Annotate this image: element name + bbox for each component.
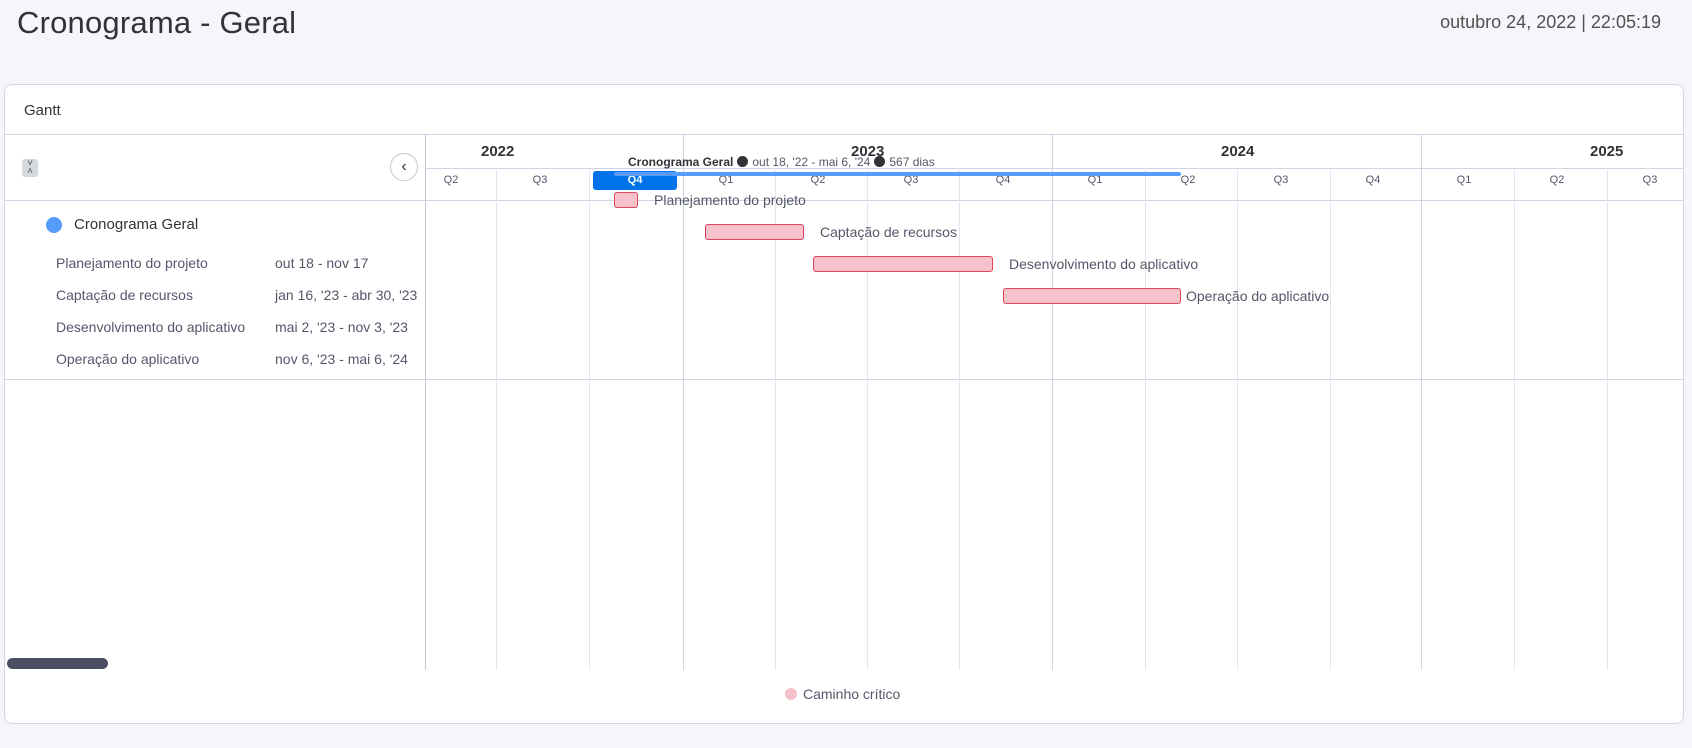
horizontal-scrollbar[interactable]: [7, 658, 108, 669]
task-dates: out 18 - nov 17: [275, 255, 369, 271]
year-separator: [683, 135, 684, 168]
task-bar-label: Captação de recursos: [820, 224, 957, 240]
task-list-pane: ˅˄ ‹ Cronograma Geral Planejamento do pr…: [5, 135, 425, 670]
group-summary-bar[interactable]: [614, 172, 1181, 176]
task-name[interactable]: Captação de recursos: [56, 287, 193, 303]
grid-line: [1237, 168, 1238, 670]
year-label: 2022: [481, 143, 515, 160]
task-bar[interactable]: [813, 256, 993, 272]
quarter-label: Q3: [532, 174, 548, 186]
legend-label: Caminho crítico: [803, 686, 901, 702]
divider: [426, 200, 1683, 201]
quarter-label: Q1: [718, 174, 734, 186]
timestamp: outubro 24, 2022 | 22:05:19: [1440, 12, 1661, 32]
divider: [5, 379, 1683, 380]
year-label: 2023: [851, 143, 885, 160]
group-summary-name: Cronograma Geral: [628, 155, 734, 169]
gantt-card: Gantt ˅˄ ‹ Cronograma Geral Planejamento…: [4, 84, 1684, 724]
page-title: Cronograma - Geral: [17, 5, 297, 40]
year-label: 2024: [1221, 143, 1255, 160]
group-name[interactable]: Cronograma Geral: [74, 216, 199, 233]
task-dates: nov 6, '23 - mai 6, '24: [275, 351, 408, 367]
pane-divider[interactable]: [425, 135, 426, 670]
card-title: Gantt: [24, 102, 61, 119]
grid-line: [775, 168, 776, 670]
group-summary-label: Cronograma Geral out 18, '22 - mai 6, '24…: [628, 155, 935, 169]
group-summary-duration: 567 dias: [889, 155, 935, 169]
collapse-rows-icon[interactable]: ˅˄: [22, 159, 38, 177]
quarter-label: Q2: [810, 174, 826, 186]
task-bar[interactable]: [705, 224, 804, 240]
task-name[interactable]: Planejamento do projeto: [56, 255, 208, 271]
divider: [5, 134, 1683, 135]
task-name[interactable]: Operação do aplicativo: [56, 351, 200, 367]
quarter-label: Q4: [995, 174, 1011, 186]
task-name[interactable]: Desenvolvimento do aplicativo: [56, 319, 246, 335]
quarter-label: Q2: [443, 174, 459, 186]
separator-dot-icon: [874, 156, 886, 167]
quarter-label: Q1: [1087, 174, 1103, 186]
chevron-left-icon[interactable]: ‹: [390, 153, 418, 181]
grid-line: [1607, 168, 1608, 670]
grid-line: [496, 168, 497, 670]
task-dates: mai 2, '23 - nov 3, '23: [275, 319, 408, 335]
year-label: 2025: [1590, 143, 1624, 160]
year-separator: [1421, 135, 1422, 168]
task-dates: jan 16, '23 - abr 30, '23: [275, 287, 418, 303]
legend: Caminho crítico: [785, 686, 900, 702]
grid-line: [1421, 168, 1422, 670]
task-bar-label: Operação do aplicativo: [1186, 288, 1330, 304]
task-bar-label: Desenvolvimento do aplicativo: [1009, 256, 1199, 272]
quarter-label: Q3: [1642, 174, 1658, 186]
quarter-label: Q3: [1273, 174, 1289, 186]
separator-dot-icon: [737, 156, 749, 167]
grid-line: [1330, 168, 1331, 670]
grid-line: [589, 168, 590, 670]
quarter-label: Q2: [1549, 174, 1565, 186]
gantt-timeline: 2022 2023 2024 2025 Q2 Q3 Q4 Q1 Q2 Q3 Q4…: [426, 135, 1683, 670]
quarter-label: Q4: [1365, 174, 1381, 186]
group-summary-range: out 18, '22 - mai 6, '24: [752, 155, 871, 169]
task-bar[interactable]: [1003, 288, 1181, 304]
divider: [5, 200, 425, 201]
grid-line: [959, 168, 960, 670]
grid-line: [1052, 168, 1053, 670]
critical-path-dot-icon: [785, 688, 797, 700]
divider: [426, 168, 1683, 169]
quarter-label: Q3: [903, 174, 919, 186]
task-bar[interactable]: [614, 192, 638, 208]
grid-line: [867, 168, 868, 670]
grid-line: [683, 168, 684, 670]
quarter-label: Q1: [1456, 174, 1472, 186]
year-separator: [1052, 135, 1053, 168]
group-color-dot: [46, 217, 62, 233]
grid-line: [1145, 168, 1146, 670]
grid-line: [1514, 168, 1515, 670]
task-bar-label: Planejamento do projeto: [654, 192, 806, 208]
quarter-label: Q2: [1180, 174, 1196, 186]
